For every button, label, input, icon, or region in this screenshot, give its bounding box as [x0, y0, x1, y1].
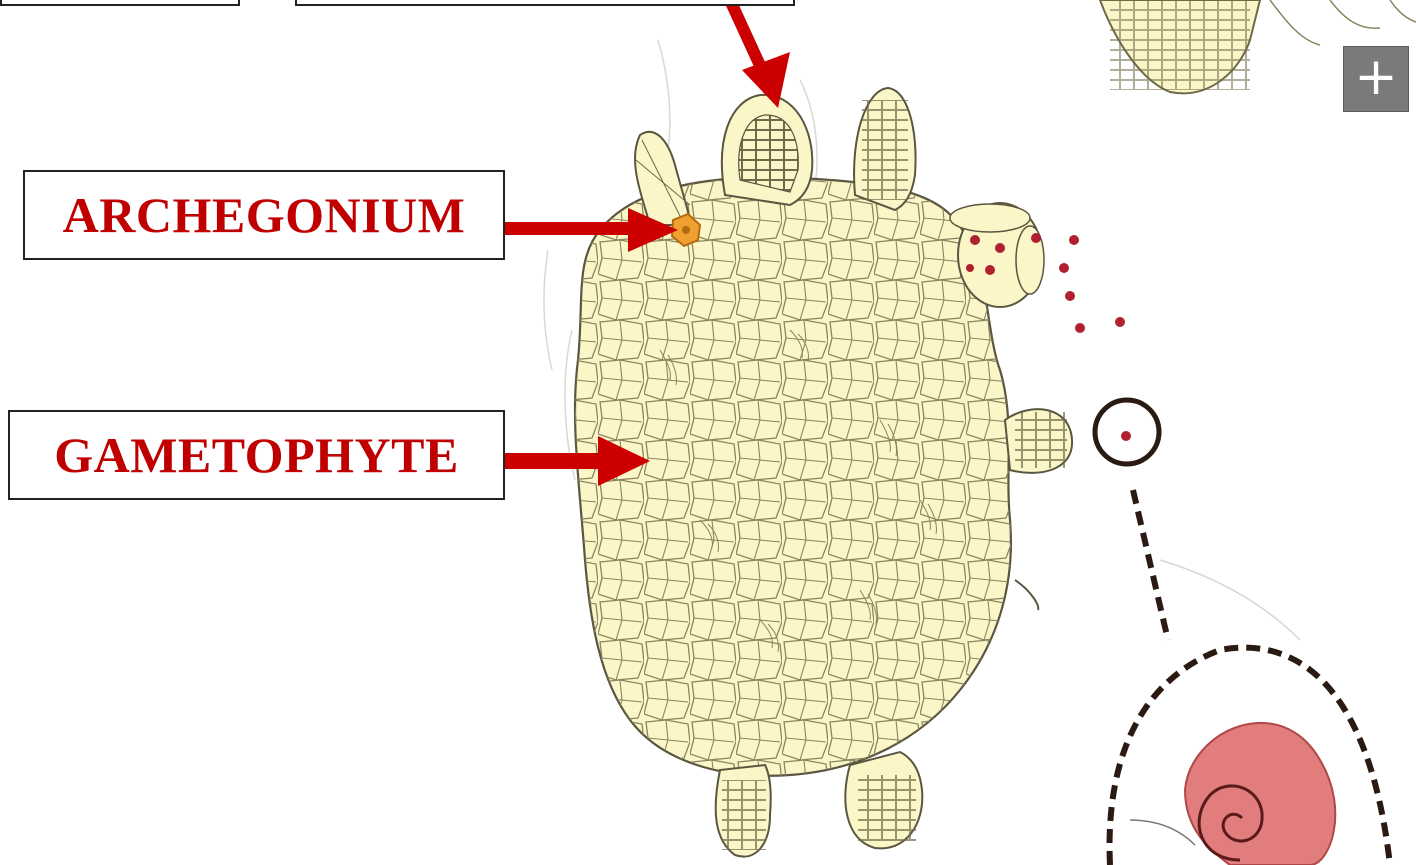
bottom-archegonium-neck: [716, 765, 771, 857]
right-small-lobe: [1005, 409, 1072, 610]
top-label-box-partial: [295, 0, 795, 6]
zoom-in-button[interactable]: +: [1343, 46, 1409, 112]
gametophyte-label: GAMETOPHYTE: [8, 410, 505, 500]
magnified-sperm: [1130, 723, 1335, 865]
archegonium-label: ARCHEGONIUM: [23, 170, 505, 260]
gametophyte-body: [570, 170, 1020, 790]
bottom-antheridium: [845, 752, 922, 848]
top-left-label-box-partial: [0, 0, 240, 6]
arrow-to-antheridium: [730, 0, 790, 108]
top-antheridium: [722, 95, 812, 205]
upper-right-archegonium-neck: [854, 88, 915, 210]
